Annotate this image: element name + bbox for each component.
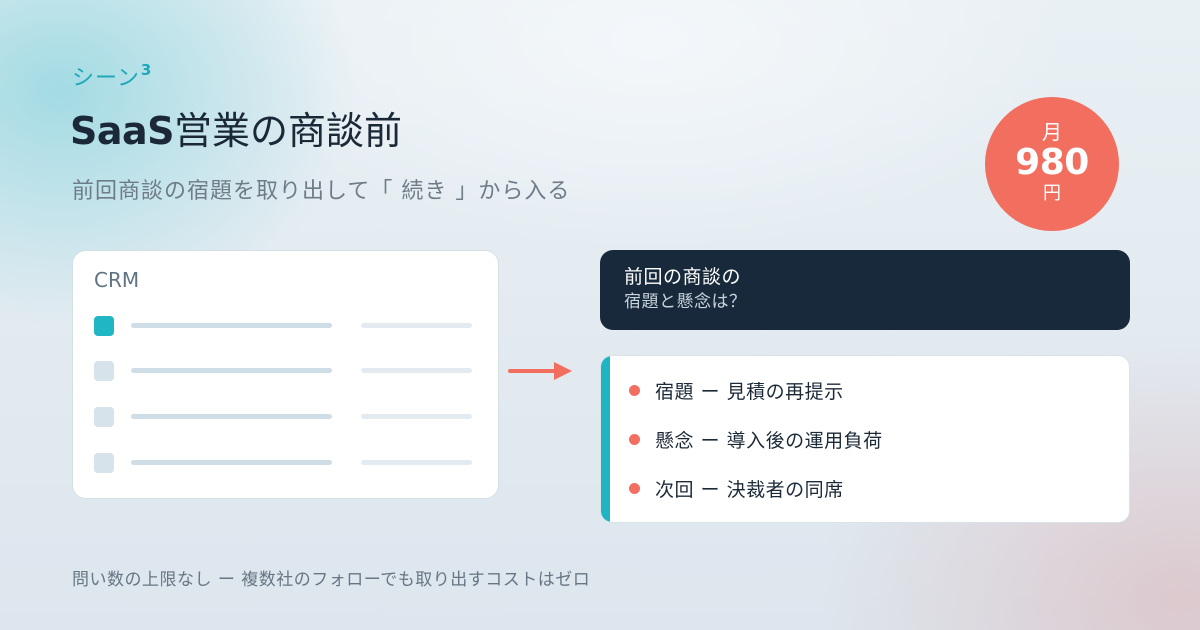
crm-row-placeholder-primary (131, 323, 332, 328)
price-unit-month: 月 (1042, 120, 1062, 144)
question-line-1: 前回の商談の (624, 266, 742, 288)
crm-row-checkbox (94, 453, 114, 473)
price-amount: 980 (1015, 142, 1089, 183)
footer-note: 問い数の上限なし ー 複数社のフォローでも取り出すコストはゼロ (72, 570, 591, 590)
price-badge: 月 980 円 (985, 97, 1119, 231)
bullet-dot-icon (629, 433, 640, 445)
crm-row-placeholder-secondary (361, 460, 472, 465)
crm-row-checkbox (94, 316, 114, 336)
crm-row (94, 407, 474, 427)
scene-label-text: シーン (72, 66, 140, 91)
bullet-dot-icon (629, 482, 640, 494)
crm-card: CRM (72, 250, 499, 499)
price-unit-yen: 円 (1043, 183, 1061, 204)
arrow-right-icon (508, 362, 572, 380)
bullet-dot-icon (629, 384, 640, 396)
scene-number: 3 (140, 61, 153, 79)
crm-card-title: CRM (94, 268, 140, 292)
scene-label: シーン3 (72, 60, 152, 92)
page-title-latin: SaaS (70, 109, 175, 153)
crm-row-placeholder-primary (131, 368, 332, 373)
crm-row-checkbox (94, 407, 114, 427)
crm-row-placeholder-primary (131, 414, 332, 419)
question-box: 前回の商談の 宿題と懸念は？ (600, 250, 1130, 330)
crm-row-placeholder-secondary (361, 414, 472, 419)
page-title-rest: 営業の商談前 (174, 109, 403, 153)
crm-row (94, 361, 474, 381)
crm-row (94, 316, 474, 336)
crm-row-placeholder-secondary (361, 323, 472, 328)
answer-item: 次回 ー 決裁者の同席 (629, 475, 844, 501)
crm-row (94, 453, 474, 473)
answer-item-text: 懸念 ー 導入後の運用負荷 (655, 429, 883, 452)
page-title: SaaS営業の商談前 (70, 100, 402, 155)
page-subtitle: 前回商談の宿題を取り出して「 続き 」から入る (72, 179, 571, 204)
crm-row-placeholder-secondary (361, 368, 472, 373)
crm-row-placeholder-primary (131, 460, 332, 465)
crm-row-checkbox (94, 361, 114, 381)
answer-item-text: 次回 ー 決裁者の同席 (655, 478, 844, 501)
answer-card: 宿題 ー 見積の再提示 懸念 ー 導入後の運用負荷 次回 ー 決裁者の同席 (600, 355, 1130, 523)
answer-card-accent-bar (601, 356, 610, 522)
answer-item: 宿題 ー 見積の再提示 (629, 377, 844, 403)
answer-item-text: 宿題 ー 見積の再提示 (655, 380, 844, 403)
question-line-2: 宿題と懸念は？ (624, 292, 747, 312)
answer-item: 懸念 ー 導入後の運用負荷 (629, 426, 883, 452)
